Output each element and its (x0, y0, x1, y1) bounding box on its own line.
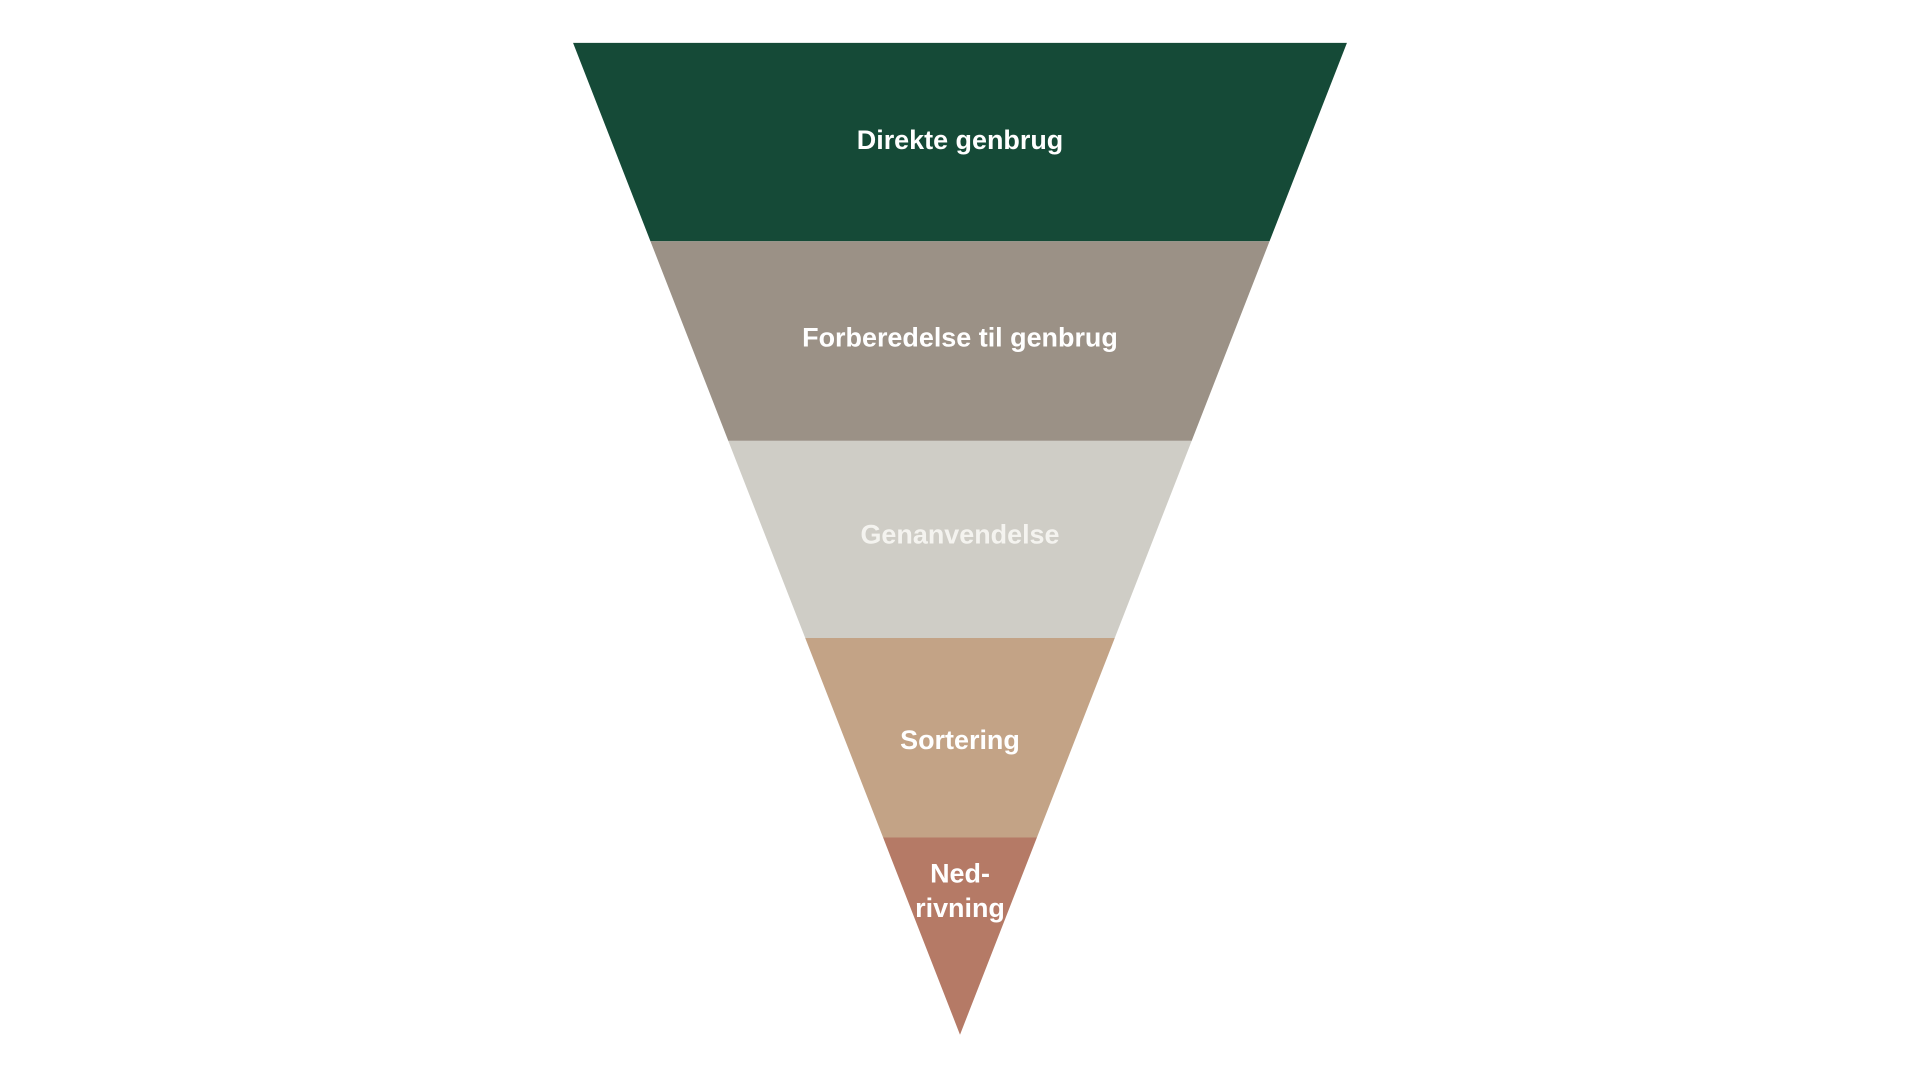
pyramid-level-2 (650, 241, 1270, 441)
pyramid-level-4 (805, 637, 1115, 838)
pyramid-level-5-label: rivning (915, 893, 1005, 923)
pyramid-level-5-label: Ned- (930, 859, 990, 889)
pyramid-level-1-label: Direkte genbrug (857, 125, 1063, 155)
pyramid-level-1 (573, 42, 1347, 242)
pyramid-level-3 (728, 440, 1192, 638)
pyramid-level-2-label: Forberedelse til genbrug (802, 322, 1118, 352)
pyramid-level-5 (883, 837, 1037, 1035)
pyramid-level-4-label: Sortering (900, 725, 1020, 755)
pyramid-level-3-label: Genanvendelse (860, 519, 1059, 549)
